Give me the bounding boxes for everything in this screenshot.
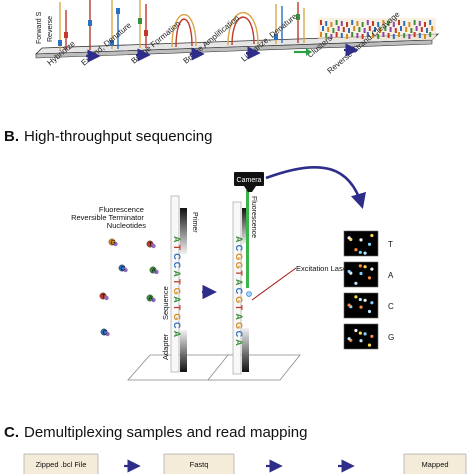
base-letter: T <box>172 245 182 251</box>
bcl-box <box>23 453 99 474</box>
right-primer-block <box>242 208 249 244</box>
channel-label: G <box>388 333 394 342</box>
base-letter: G <box>234 296 244 303</box>
base-letter: C <box>234 331 244 338</box>
base-letter: T <box>234 305 244 311</box>
primer-block <box>180 208 187 254</box>
nucleotide: T <box>99 292 109 301</box>
nucleotide: A <box>149 266 159 275</box>
nucleotide: C <box>100 328 110 337</box>
primer-label: Primer <box>191 212 198 233</box>
fastq-box-label: Fastq <box>190 460 209 469</box>
panel-c: Zipped .bcl File Fastq Mapped <box>23 453 467 474</box>
base-letter: C <box>172 322 182 329</box>
camera-label: Camera <box>237 177 262 184</box>
nucleotide: T <box>146 240 156 249</box>
base-letter: A <box>234 236 244 243</box>
step-bridge-formation: Bridge Formation <box>130 19 183 65</box>
terminator-label: Fluorescence Reversible Terminator Nucle… <box>71 205 146 230</box>
channel-label: T <box>388 240 393 249</box>
panel-c-title: C.Demultiplexing samples and read mappin… <box>4 424 308 441</box>
channel-image-G: G <box>343 323 394 350</box>
step-arrows <box>86 43 359 63</box>
free-nucleotides: G T C A T A C <box>99 238 159 337</box>
nucleotide-letter: G <box>111 240 116 247</box>
base-letter: T <box>172 279 182 285</box>
sequence-label: Sequence <box>161 286 170 320</box>
channel-image-T: T <box>343 230 393 257</box>
fluorescence-label: Fluorescence <box>250 196 257 238</box>
fastq-box <box>163 453 235 474</box>
camera-to-images-arrow <box>265 165 366 209</box>
channel-images: T A C G <box>343 230 394 350</box>
surface-strands <box>59 0 305 51</box>
channel-image-C: C <box>343 292 394 319</box>
nucleotide-letter: C <box>103 330 108 337</box>
forward-strand-label: Forward S <box>36 11 43 44</box>
strand-tips <box>58 8 300 46</box>
nucleotide-letter: T <box>102 294 106 301</box>
channel-label: A <box>388 271 394 280</box>
excitation-laser-label: Excitation Laser <box>296 264 350 273</box>
base-letter: A <box>234 313 244 320</box>
base-letter: G <box>234 253 244 260</box>
right-strand-backbone <box>232 201 242 375</box>
base-letter: G <box>234 322 244 329</box>
clusters-blob <box>318 18 436 40</box>
excited-spot <box>246 291 252 297</box>
base-letter: C <box>234 288 244 295</box>
base-letter: A <box>234 339 244 346</box>
flow-cell-edge <box>35 39 433 59</box>
base-letter: T <box>234 270 244 276</box>
base-letter: C <box>172 262 182 269</box>
nucleotide: C <box>118 264 128 273</box>
left-strand-backbone <box>170 195 180 373</box>
nucleotide-letter: C <box>121 266 126 273</box>
base-letter: C <box>234 245 244 252</box>
base-letter: G <box>234 262 244 269</box>
nucleotide-letter: A <box>152 268 157 275</box>
base-letter: G <box>172 288 182 295</box>
nucleotide: A <box>146 294 156 303</box>
base-letter: A <box>172 331 182 338</box>
fluorescence-beam <box>246 190 249 288</box>
adapter-block <box>180 330 187 372</box>
base-letter: A <box>172 296 182 303</box>
base-letter: T <box>172 305 182 311</box>
camera-icon: Camera <box>234 172 264 192</box>
base-letter: A <box>234 279 244 286</box>
panel-b-title: B.High-throughput sequencing <box>4 128 212 145</box>
nucleotide-letter: A <box>149 296 154 303</box>
right-adapter-block <box>242 328 249 372</box>
base-letter: G <box>172 313 182 320</box>
base-letter: A <box>172 270 182 277</box>
adapter-label: Adapter <box>161 333 170 360</box>
mapped-box-label: Mapped <box>421 460 448 469</box>
panel-a: Forward S Reverse Hybridize Extend, Dena… <box>34 0 440 76</box>
bcl-box-label: Zipped .bcl File <box>36 460 87 469</box>
excitation-laser-line <box>251 267 297 301</box>
step-extend-denature: Extend, Denature <box>80 20 134 67</box>
reverse-strand-label: Reverse <box>47 16 54 42</box>
nucleotide-letter: T <box>149 242 153 249</box>
channel-image-A: A <box>343 261 394 288</box>
base-letter: C <box>172 253 182 260</box>
channel-label: C <box>388 302 394 311</box>
right-slide <box>207 354 301 381</box>
base-letter: A <box>172 236 182 243</box>
nucleotide: G <box>108 238 118 247</box>
mapped-box <box>403 453 467 474</box>
